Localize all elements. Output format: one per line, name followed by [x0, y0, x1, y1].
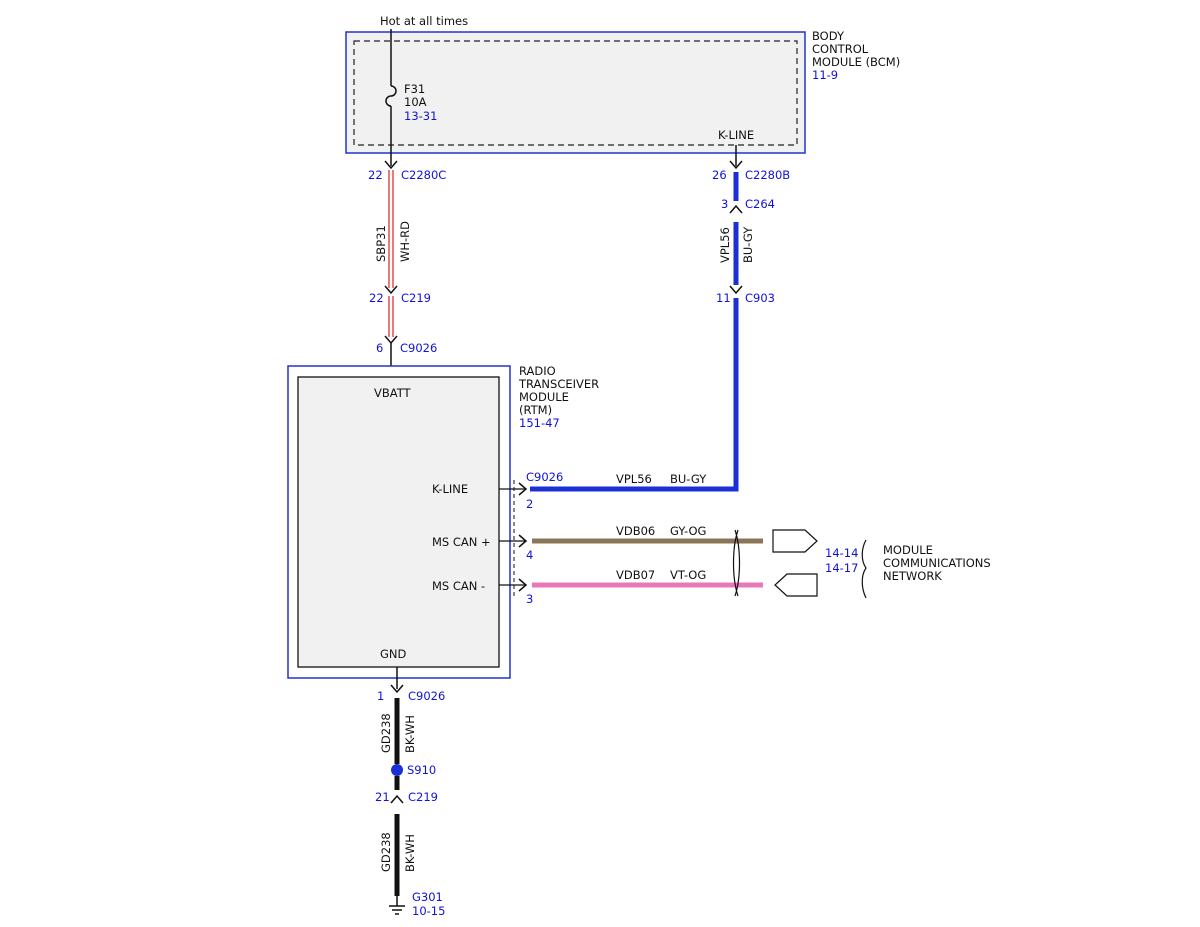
c219-bottom-pin: 21: [375, 790, 390, 804]
network-line-2: COMMUNICATIONS: [883, 556, 991, 570]
wire-gd238-upper-color: BK-WH: [403, 715, 417, 753]
bcm-page-ref[interactable]: 11-9: [812, 68, 838, 82]
wire-sbp31[interactable]: [388, 170, 394, 288]
splice-dot-icon[interactable]: [391, 764, 403, 776]
rtm-pin-kline: K-LINE: [432, 482, 468, 496]
c2280c-name[interactable]: C2280C: [401, 168, 446, 182]
connector-arrow-icon: [518, 578, 528, 592]
rtm-pin-vbatt: VBATT: [374, 386, 412, 400]
c9026-gnd-name[interactable]: C9026: [408, 689, 445, 703]
connector-arrow-icon: [729, 160, 743, 170]
c9026-rtm-pin-kline: 2: [526, 497, 533, 511]
bcm-name-line-1: BODY: [812, 29, 845, 43]
wire-vpl56-horiz-circuit: VPL56: [616, 472, 652, 486]
connector-arrow-icon: [518, 482, 528, 496]
network-ref-2[interactable]: 14-17: [825, 561, 858, 575]
c2280c-pin: 22: [368, 168, 383, 182]
rtm-module[interactable]: [287, 365, 511, 679]
ground-icon: [389, 896, 405, 915]
c903-name[interactable]: C903: [745, 291, 775, 305]
bcm-inner-dashed-border: [353, 40, 798, 146]
twisted-pair-icon: [732, 529, 741, 597]
c9026-gnd-pin: 1: [377, 689, 384, 703]
c9026-vbatt-name[interactable]: C9026: [400, 341, 437, 355]
c9026-rtm-name[interactable]: C9026: [526, 470, 563, 484]
wire-vpl56-horiz-color: BU-GY: [670, 472, 707, 486]
network-line-3: NETWORK: [883, 569, 942, 583]
wire-vpl56-run-to-rtm[interactable]: [530, 298, 739, 492]
c264-pin: 3: [721, 197, 728, 211]
wire-vdb07-circuit: VDB07: [616, 568, 655, 582]
c219-top-pin: 22: [369, 291, 384, 305]
wire-vdb07-color: VT-OG: [670, 568, 706, 582]
c9026-vbatt-pin: 6: [376, 341, 383, 355]
c2280b-pin: 26: [712, 168, 727, 182]
connector-arrow-icon: [384, 160, 398, 170]
connector-arrow-icon: [390, 684, 404, 694]
bcm-outer-border: [345, 31, 806, 154]
network-bracket-icon: [861, 539, 867, 599]
c264-name[interactable]: C264: [745, 197, 775, 211]
c903-pin: 11: [716, 291, 731, 305]
wire-gd238-lower-circuit: GD238: [379, 832, 393, 872]
wire-gd238-upper-circuit: GD238: [379, 713, 393, 753]
wire-vpl56-vert-color: BU-GY: [741, 226, 755, 263]
wire-sbp31-color: WH-RD: [398, 221, 412, 262]
rtm-name-line-2: TRANSCEIVER: [518, 377, 599, 391]
wire-vdb06-circuit: VDB06: [616, 524, 655, 538]
splice-name[interactable]: S910: [407, 763, 436, 777]
bcm-name-line-3: MODULE (BCM): [812, 55, 900, 69]
bcm-name-line-2: CONTROL: [812, 42, 869, 56]
ground-name[interactable]: G301: [412, 890, 443, 904]
connector-arrow-icon: [518, 534, 528, 548]
connector-arrow-icon: [384, 335, 398, 345]
fuse-page-ref[interactable]: 13-31: [404, 109, 437, 123]
bcm-kline-pin-label: K-LINE: [718, 128, 754, 142]
network-line-1: MODULE: [883, 543, 933, 557]
c219-top-name[interactable]: C219: [401, 291, 431, 305]
ground-page-ref[interactable]: 10-15: [412, 904, 445, 918]
connector-arrow-icon: [729, 285, 743, 295]
rtm-name-line-1: RADIO: [519, 364, 556, 378]
c2280b-name[interactable]: C2280B: [745, 168, 790, 182]
c9026-rtm-pin-can-plus: 4: [526, 548, 533, 562]
rtm-inner-box: [297, 376, 500, 668]
connector-arrow-icon: [729, 204, 743, 214]
hot-at-all-times-label: Hot at all times: [380, 14, 468, 28]
network-ref-1[interactable]: 14-14: [825, 546, 858, 560]
rtm-pin-can-minus: MS CAN -: [432, 579, 485, 593]
fuse-icon: [385, 85, 397, 107]
connector-arrow-icon: [384, 285, 398, 295]
wire-sbp31-circuit: SBP31: [374, 225, 388, 262]
connector-arrow-icon: [390, 794, 404, 804]
wire-gd238-lower-color: BK-WH: [403, 834, 417, 872]
c9026-rtm-pin-can-minus: 3: [526, 592, 533, 606]
fuse-rating: 10A: [404, 95, 427, 109]
wire-sbp31-lower[interactable]: [388, 296, 394, 337]
wire-vdb06-color: GY-OG: [670, 524, 706, 538]
c219-bottom-name[interactable]: C219: [408, 790, 438, 804]
rtm-pin-can-plus: MS CAN +: [432, 535, 491, 549]
network-arrow-in-icon[interactable]: [774, 573, 818, 597]
network-arrow-out-icon[interactable]: [772, 529, 818, 553]
rtm-pin-gnd: GND: [380, 647, 407, 661]
bcm-module[interactable]: [345, 31, 806, 154]
rtm-page-ref[interactable]: 151-47: [519, 416, 560, 430]
fuse-name: F31: [404, 82, 425, 96]
wire-vpl56-vert-circuit: VPL56: [718, 227, 732, 263]
rtm-name-line-4: (RTM): [519, 403, 552, 417]
rtm-name-line-3: MODULE: [519, 390, 569, 404]
